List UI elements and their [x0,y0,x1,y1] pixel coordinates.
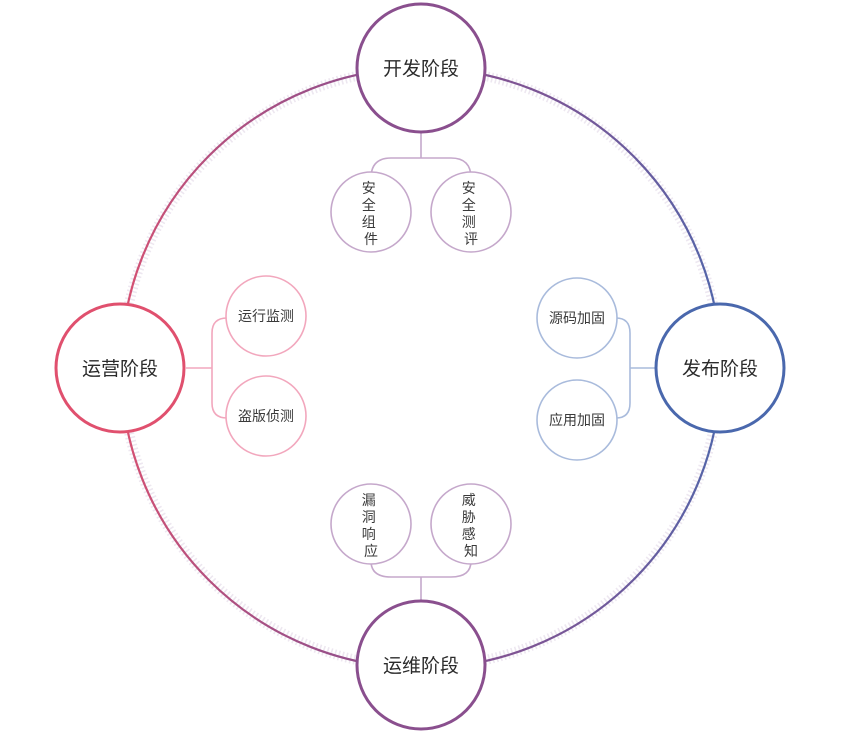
sub-node-piracy-detection: 盗版侦测 [225,375,307,457]
ring-arc-release-maint [420,367,723,670]
svg-text:运营阶段: 运营阶段 [82,358,158,380]
sub-node-source-hardening: 源码加固 [536,277,618,359]
svg-text:盗版侦测: 盗版侦测 [238,409,294,425]
ring-arc-maint-ops [119,367,422,670]
svg-text:发布阶段: 发布阶段 [682,358,758,380]
maint-connector [370,560,472,600]
svg-text:应用加固: 应用加固 [549,412,605,429]
sub-node-security-components: 安 全 组 件 [330,171,412,253]
dev-connector [370,133,472,179]
sub-node-threat-awareness: 威 胁 感 知 [430,483,512,565]
sub-node-runtime-monitoring: 运行监测 [225,275,307,357]
release-connector [615,317,656,419]
svg-text:安 全 测 评: 安 全 测 评 [462,181,480,248]
ring-arc-dev-release [420,66,723,369]
sub-node-security-assessment: 安 全 测 评 [430,171,512,253]
phase-node-development: 开发阶段 [355,2,487,134]
svg-text:运维阶段: 运维阶段 [383,655,459,677]
svg-text:运行监测: 运行监测 [238,309,294,325]
phase-node-operation: 运营阶段 [54,302,186,434]
ops-connector [186,317,228,419]
sub-node-app-hardening: 应用加固 [536,379,618,461]
svg-text:漏 洞 响 应: 漏 洞 响 应 [362,493,380,560]
phase-node-release: 发布阶段 [654,302,786,434]
svg-text:开发阶段: 开发阶段 [383,58,459,80]
ring-arc-ops-dev [119,66,422,369]
sub-node-vulnerability-response: 漏 洞 响 应 [330,483,412,565]
svg-text:源码加固: 源码加固 [549,311,605,327]
svg-text:威 胁 感 知: 威 胁 感 知 [462,493,480,560]
svg-text:安 全 组 件: 安 全 组 件 [362,181,380,248]
phase-node-maintenance: 运维阶段 [355,599,487,731]
